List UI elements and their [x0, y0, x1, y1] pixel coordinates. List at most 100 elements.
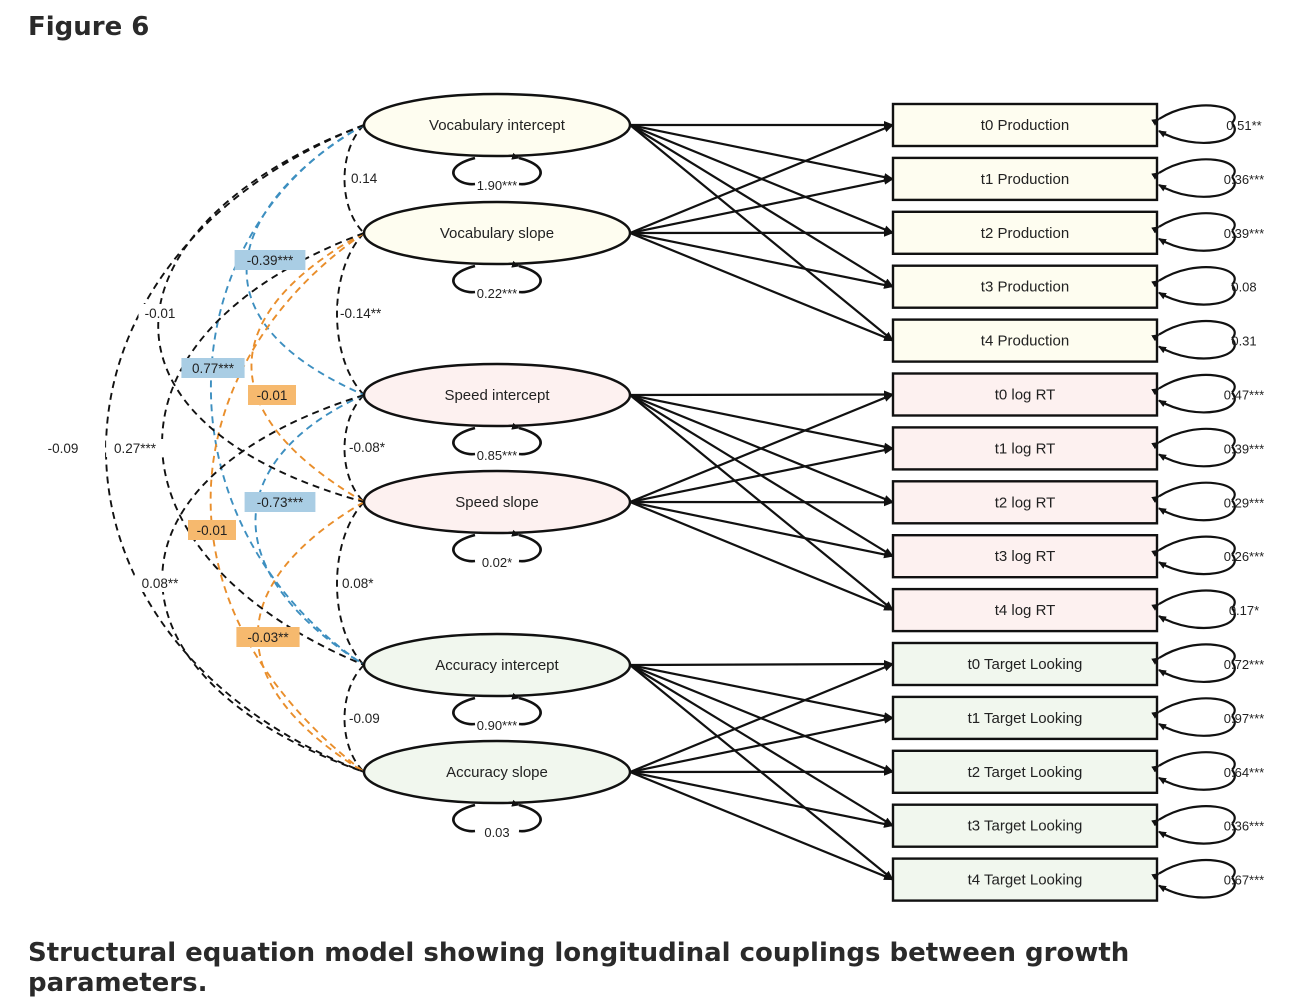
indicator-t4-production [891, 318, 1159, 363]
variance-loop [511, 692, 542, 726]
residual-loop [1158, 230, 1236, 252]
indicator-label-t1-target-looking: t1 Target Looking [968, 710, 1083, 727]
indicator-label-t3-target-looking: t3 Target Looking [968, 818, 1083, 835]
latent-label-vocabulary-slope: Vocabulary slope [440, 225, 554, 242]
covariance-label-box [234, 250, 306, 270]
residual-loop [1158, 283, 1236, 306]
indicator-label-t2-log-rt: t2 log RT [995, 494, 1056, 511]
residual-loop [1151, 481, 1236, 503]
latent-accuracy-slope [362, 739, 632, 805]
covariance-label-bg [106, 439, 164, 457]
loading-arrow [629, 393, 894, 451]
indicator-t2-target-looking [891, 749, 1159, 794]
indicator-residual-t3-production: 0.08 [1231, 280, 1256, 295]
latent-variance-accuracy-slope: 0.03 [484, 825, 509, 840]
residual-loop [1158, 715, 1236, 737]
indicator-label-t4-log-rt: t4 log RT [995, 602, 1056, 619]
covariance-label: -0.08* [349, 440, 386, 455]
covariance-label-bg [338, 304, 396, 322]
variance-loop [511, 422, 542, 456]
loading-arrow [629, 393, 894, 504]
loading-arrow [629, 123, 894, 182]
indicator-t0-log-rt [891, 372, 1159, 417]
indicator-residual-t0-log-rt: 0.47*** [1224, 388, 1264, 403]
residual-loop [1151, 697, 1236, 719]
latent-label-vocabulary-intercept: Vocabulary intercept [429, 117, 566, 134]
loading-arrow [629, 123, 894, 235]
indicator-label-t0-log-rt: t0 log RT [995, 387, 1056, 404]
variance-loop [452, 803, 476, 833]
indicator-label-t3-production: t3 Production [981, 279, 1069, 296]
loading-arrow [629, 663, 894, 721]
variance-loop [452, 696, 476, 726]
indicator-residual-t4-log-rt: 0.17* [1229, 603, 1259, 618]
residual-loop [1158, 391, 1236, 414]
residual-loop [1151, 427, 1236, 450]
indicator-residual-t2-log-rt: 0.29*** [1224, 495, 1264, 510]
variance-loop [511, 799, 542, 833]
covariance-label-box [244, 492, 316, 512]
covariance-path [209, 232, 365, 773]
residual-loop [1151, 320, 1236, 342]
indicator-residual-t3-log-rt: 0.26*** [1224, 549, 1264, 564]
residual-loop [1151, 535, 1236, 557]
residual-loop [1158, 661, 1236, 683]
indicator-residual-t1-log-rt: 0.39*** [1224, 441, 1264, 456]
residual-loop [1158, 876, 1236, 899]
residual-loop [1151, 805, 1236, 827]
figure-title: Figure 6 [28, 12, 150, 42]
covariance-path [343, 124, 365, 234]
covariance-label: 0.08* [342, 576, 374, 591]
covariance-path [161, 232, 365, 666]
loading-arrow [629, 660, 894, 669]
loading-arrow [629, 662, 894, 774]
variance-loop [452, 156, 476, 186]
residual-loop [1151, 373, 1236, 396]
indicator-residual-t1-production: 0.36*** [1224, 172, 1264, 187]
residual-loop [1158, 607, 1236, 630]
indicator-residual-t2-target-looking: 0.64*** [1224, 765, 1264, 780]
latent-speed-slope [362, 469, 632, 535]
covariance-label: -0.09 [349, 711, 380, 726]
covariance-path [250, 232, 365, 503]
covariance-label: -0.09 [48, 441, 79, 456]
loading-arrow [629, 770, 894, 828]
covariance-label-bg [41, 439, 85, 457]
loading-arrow [629, 500, 894, 612]
covariance-path [161, 394, 365, 773]
indicator-residual-t2-production: 0.39*** [1224, 226, 1264, 241]
latent-accuracy-intercept [362, 632, 632, 698]
variance-loop [511, 529, 542, 563]
residual-loop [1158, 499, 1236, 522]
indicator-t1-target-looking [891, 695, 1159, 741]
covariance-label: 0.14 [351, 171, 378, 186]
loading-arrow [629, 715, 894, 774]
covariance-label-box [248, 385, 296, 405]
covariance-label: -0.01 [257, 388, 288, 403]
variance-loop [452, 533, 476, 563]
covariance-path [210, 124, 365, 666]
residual-loop [1158, 337, 1236, 360]
latent-variance-speed-slope: 0.02* [482, 555, 512, 570]
indicator-label-t4-target-looking: t4 Target Looking [968, 872, 1083, 889]
figure-caption: Structural equation model showing longit… [28, 938, 1130, 998]
residual-loop [1151, 212, 1236, 234]
latent-variance-vocabulary-slope: 0.22*** [477, 286, 517, 301]
indicator-label-t1-log-rt: t1 log RT [995, 440, 1056, 457]
covariance-label: 0.08** [142, 576, 180, 591]
latent-label-accuracy-intercept: Accuracy intercept [435, 657, 559, 674]
variance-loop [511, 260, 542, 294]
latent-variance-accuracy-intercept: 0.90*** [477, 718, 517, 733]
covariance-label-bg [340, 574, 383, 592]
latent-label-speed-slope: Speed slope [455, 494, 538, 511]
latent-speed-intercept [362, 362, 632, 428]
covariance-label: 0.77*** [192, 361, 235, 376]
residual-loop [1151, 643, 1236, 665]
covariance-layer [105, 124, 365, 773]
residual-loop [1158, 822, 1236, 845]
residual-loop [1151, 104, 1236, 126]
covariance-label: -0.73*** [257, 495, 304, 510]
covariance-label-bg [347, 709, 390, 727]
